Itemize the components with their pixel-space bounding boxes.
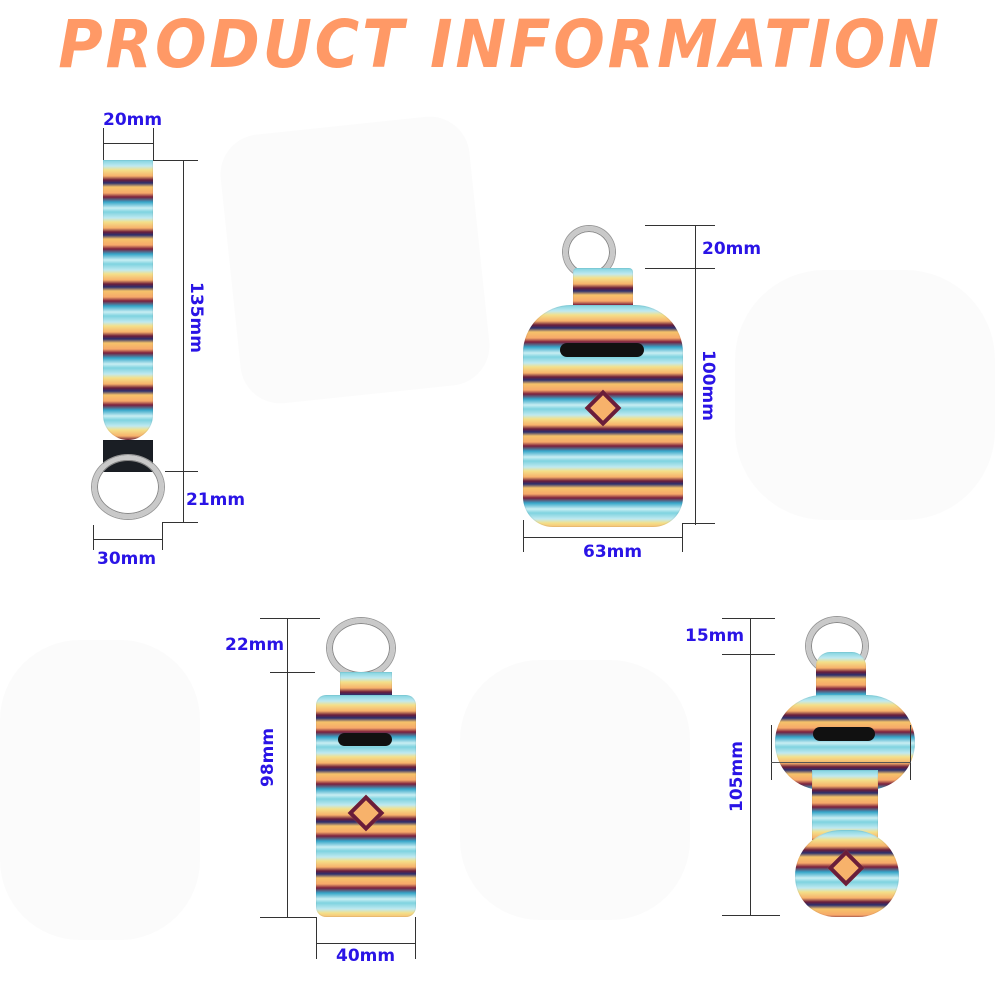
dimension-width-label: 40mm xyxy=(336,946,396,966)
dimension-tab-height-label: 15mm xyxy=(685,626,745,646)
dimension-tab-height-label: 22mm xyxy=(225,635,285,655)
holder-slot xyxy=(813,727,875,741)
holder-slot xyxy=(560,343,644,357)
page-title: PRODUCT INFORMATION xyxy=(58,6,942,83)
dimension-width-label: 63mm xyxy=(583,542,643,562)
dimension-width-label: 20mm xyxy=(103,110,163,130)
dimension-ring-height-label: 21mm xyxy=(186,490,246,510)
dimension-tab-height-label: 20mm xyxy=(702,239,762,259)
dimension-length-label: 135mm xyxy=(186,282,206,353)
dimension-ring-width-label: 30mm xyxy=(97,549,157,569)
background-ghost-shape xyxy=(735,270,995,520)
split-ring-icon xyxy=(92,455,164,519)
dimension-body-height-label: 100mm xyxy=(698,350,718,421)
split-ring-icon xyxy=(327,618,395,678)
background-ghost-shape xyxy=(460,660,690,920)
holder-neck xyxy=(812,770,878,840)
strap-fabric xyxy=(103,160,153,440)
background-ghost-shape xyxy=(216,112,494,408)
background-ghost-shape xyxy=(0,640,200,940)
holder-tab xyxy=(816,652,866,697)
holder-slot xyxy=(338,733,392,746)
dimension-body-height-label: 98mm xyxy=(258,727,278,787)
dimension-body-height-label: 105mm xyxy=(727,741,747,812)
